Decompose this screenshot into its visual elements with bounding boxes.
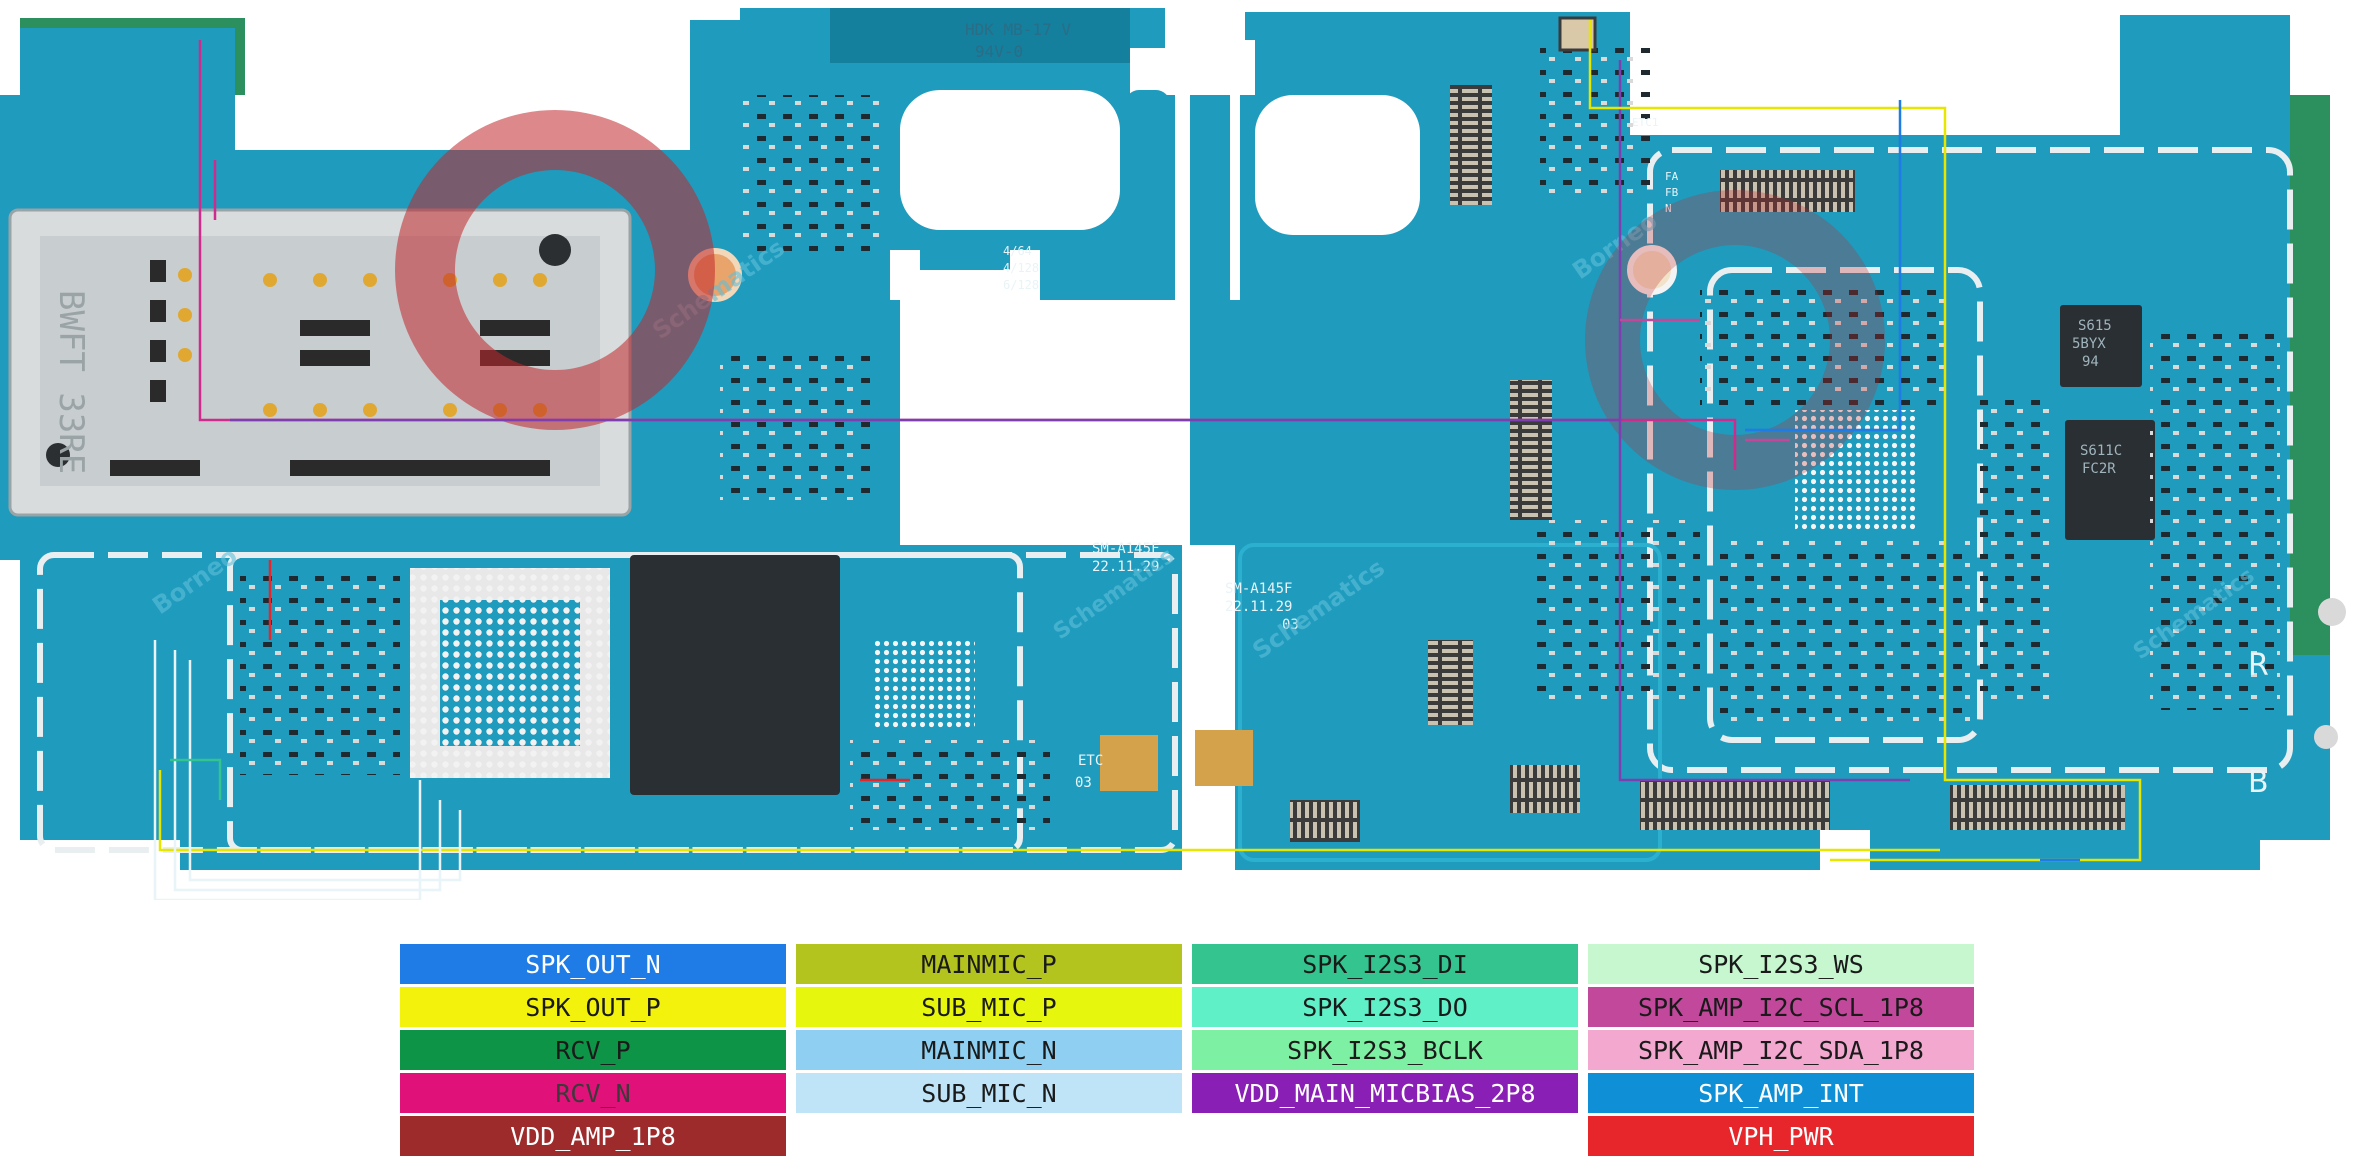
left-smd-cluster-2 bbox=[850, 740, 1050, 830]
left-board-slot bbox=[1125, 90, 1170, 300]
connector-small-2-pins bbox=[1290, 800, 1360, 842]
right-shield-frame bbox=[1647, 147, 2293, 773]
chip-marking-2: 5BYX bbox=[2072, 336, 2106, 352]
left-rev-label: 03 bbox=[1075, 775, 1092, 791]
legend-item-spk-out-p: SPK_OUT_P bbox=[400, 987, 786, 1027]
chip-marking-1: S615 bbox=[2078, 318, 2112, 334]
legend-item-spk-out-n: SPK_OUT_N bbox=[400, 944, 786, 984]
right-qr-code bbox=[1195, 730, 1253, 786]
mem-config-1: 4/64 bbox=[1003, 244, 1032, 258]
etc1-label: ETC1 bbox=[1632, 116, 1659, 129]
left-model-label: SM-A145F bbox=[1092, 541, 1159, 557]
legend-item-spk-amp-int: SPK_AMP_INT bbox=[1588, 1073, 1974, 1113]
fa-label: FA bbox=[1665, 170, 1679, 183]
connector-small-1-pins bbox=[1510, 765, 1580, 813]
legend-item-sub-mic-p: SUB_MIC_P bbox=[796, 987, 1182, 1027]
legend-item-rcv-p: RCV_P bbox=[400, 1030, 786, 1070]
signal-traces bbox=[153, 20, 2142, 900]
legend-item-spk-i2s3-do: SPK_I2S3_DO bbox=[1192, 987, 1578, 1027]
left-date-label: 22.11.29 bbox=[1092, 559, 1159, 575]
memory-chip bbox=[630, 555, 840, 795]
connector-bottom-1-pins bbox=[1640, 780, 1830, 830]
right-smd-cluster-5 bbox=[1540, 40, 1650, 200]
right-smd-cluster-3 bbox=[1980, 400, 2050, 700]
legend-item-vph-pwr: VPH_PWR bbox=[1588, 1116, 1974, 1156]
left-qr-code bbox=[1100, 735, 1158, 791]
connector-left-mid-pins bbox=[1428, 640, 1473, 725]
rf-chip-1 bbox=[2060, 305, 2142, 387]
mem-config-3: 6/128 bbox=[1003, 278, 1039, 292]
mark-r: R bbox=[2248, 648, 2269, 683]
legend-item-spk-amp-i2c-scl-1p8: SPK_AMP_I2C_SCL_1P8 bbox=[1588, 987, 1974, 1027]
right-mount-hole bbox=[1627, 245, 1677, 295]
rf-chip-2 bbox=[2065, 420, 2155, 540]
antenna-test-point-2 bbox=[2314, 725, 2338, 749]
connector-upper-right-pins bbox=[1720, 170, 1855, 212]
antenna-test-point-1 bbox=[2318, 598, 2346, 626]
right-shield-lower bbox=[1238, 543, 1662, 862]
sim-card-tray: BWFT 33RE bbox=[8, 208, 632, 517]
connector-top-pins bbox=[1450, 85, 1492, 205]
right-model-label: SM-A145F bbox=[1225, 581, 1292, 597]
trace-spk-out-p bbox=[158, 20, 2142, 862]
soc-bga-footprint bbox=[410, 568, 610, 778]
connector-bottom-2-pins bbox=[1950, 785, 2125, 830]
right-smd-cluster-6 bbox=[1530, 520, 1700, 700]
left-etc-label: ETC bbox=[1078, 753, 1103, 769]
right-smd-cluster-1 bbox=[1700, 285, 1950, 405]
right-smd-cluster-4 bbox=[2150, 330, 2280, 710]
legend-item-sub-mic-n: SUB_MIC_N bbox=[796, 1073, 1182, 1113]
trace-vph bbox=[268, 560, 910, 782]
legend-item-vdd-main-micbias-2p8: VDD_MAIN_MICBIAS_2P8 bbox=[1192, 1073, 1578, 1113]
left-board-cutout bbox=[900, 90, 1120, 230]
left-board: BWFT 33RE HDK MB-17 V 94V-0 bbox=[0, 8, 1182, 870]
legend-item-vdd-amp-1p8: VDD_AMP_1P8 bbox=[400, 1116, 786, 1156]
trace-micbias bbox=[230, 60, 1910, 782]
right-date-label: 22.11.29 bbox=[1225, 599, 1292, 615]
n-label: N bbox=[1665, 202, 1672, 215]
chip-marking-5: FC2R bbox=[2082, 461, 2116, 477]
top-marking-2: 94V-0 bbox=[975, 42, 1023, 61]
right-rev-label: 03 bbox=[1282, 617, 1299, 633]
legend-item-spk-i2s3-ws: SPK_I2S3_WS bbox=[1588, 944, 1974, 984]
connector-mid-pins bbox=[1510, 380, 1552, 520]
fb-label: FB bbox=[1665, 186, 1679, 199]
trace-i2c bbox=[1620, 318, 1790, 442]
chip-marking-3: 94 bbox=[2082, 354, 2099, 370]
trace-spk-out-n bbox=[1745, 100, 2080, 862]
left-smd-cluster-4 bbox=[720, 350, 870, 500]
mem-config-2: 4/128 bbox=[1003, 261, 1039, 275]
pmic-bga-footprint bbox=[875, 640, 975, 730]
legend-item-spk-i2s3-bclk: SPK_I2S3_BCLK bbox=[1192, 1030, 1578, 1070]
pcb-board-diagram: BWFT 33RE HDK MB-17 V 94V-0 bbox=[0, 8, 2346, 900]
left-smd-cluster-1 bbox=[240, 575, 400, 775]
legend-item-rcv-n: RCV_N bbox=[400, 1073, 786, 1113]
mark-b: B bbox=[2248, 765, 2269, 800]
legend-item-spk-amp-i2c-sda-1p8: SPK_AMP_I2C_SDA_1P8 bbox=[1588, 1030, 1974, 1070]
top-marking-1: HDK MB-17 V bbox=[965, 20, 1071, 39]
sim-tray-marking: BWFT 33RE bbox=[51, 290, 91, 474]
right-board-cutout bbox=[1255, 95, 1420, 235]
legend-item-spk-i2s3-di: SPK_I2S3_DI bbox=[1192, 944, 1578, 984]
left-shield-inner bbox=[227, 552, 1023, 853]
right-smd-cluster-2 bbox=[1720, 540, 1970, 730]
right-shield-inner bbox=[1707, 267, 1983, 743]
trace-main-mic bbox=[170, 758, 222, 800]
watermark-logo bbox=[395, 110, 1885, 490]
chip-marking-4: S611C bbox=[2080, 443, 2122, 459]
left-flex-connector bbox=[830, 8, 1130, 63]
legend-item-mainmic-n: MAINMIC_N bbox=[796, 1030, 1182, 1070]
trace-sub-mic bbox=[153, 640, 462, 900]
left-smd-cluster-3 bbox=[740, 95, 880, 255]
right-board-green-edge bbox=[2290, 95, 2330, 655]
legend-item-mainmic-p: MAINMIC_P bbox=[796, 944, 1182, 984]
